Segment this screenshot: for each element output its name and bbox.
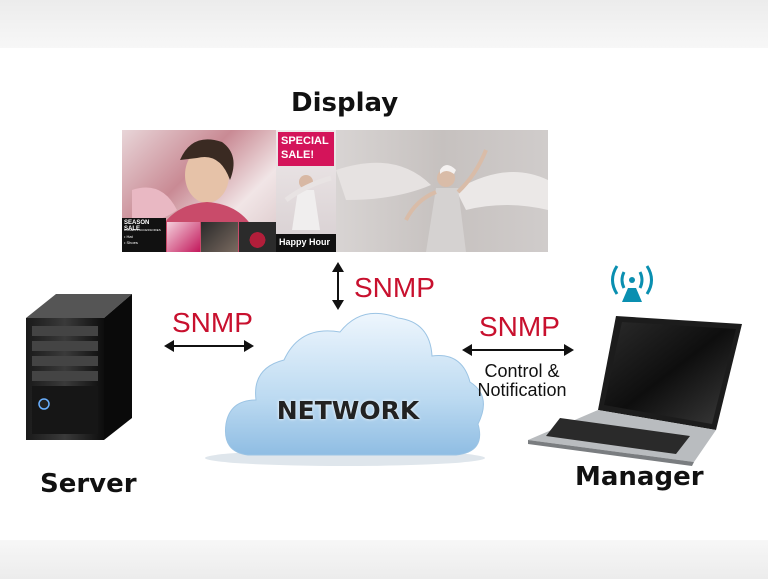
manager-note-line-1: Control & (484, 361, 560, 381)
fashion-panel-left: SEASON SALE WOMEN'S ACCESSORIES • Hat • … (122, 130, 276, 252)
season-sale-item-1: • Hat (124, 234, 133, 239)
happy-hour-bar: Happy Hour (276, 234, 336, 252)
double-arrow-icon (164, 262, 574, 356)
season-sale-subtitle: WOMEN'S ACCESSORIES (124, 228, 161, 232)
top-band (0, 0, 768, 48)
wifi-signal-icon (611, 265, 653, 302)
manager-label: Manager (575, 462, 704, 492)
server-tower-icon (26, 294, 132, 440)
manager-note-line-2: Notification (477, 380, 567, 400)
season-sale-item-2: • Shoes (124, 240, 138, 245)
cloud-icon (205, 312, 485, 466)
special-sale-line-2: SALE! (281, 149, 314, 161)
laptop-icon (528, 316, 742, 466)
happy-hour-text: Happy Hour (279, 237, 331, 247)
network-label: NETWORK (276, 396, 420, 425)
display-snmp-label: SNMP (354, 272, 435, 303)
special-sale-panel: SPECIAL SALE! Happy Hour (276, 130, 336, 252)
bottom-band (0, 540, 768, 579)
special-sale-line-1: SPECIAL (281, 135, 329, 147)
product-thumb-1 (167, 222, 200, 252)
server-snmp-label: SNMP (172, 307, 253, 338)
manager-snmp-label: SNMP (479, 311, 560, 342)
product-thumb-2 (201, 222, 238, 252)
special-sale-tag: SPECIAL SALE! (278, 132, 334, 166)
dancer-large-icon (336, 149, 548, 252)
server-label: Server (40, 469, 137, 499)
season-sale-box: SEASON SALE WOMEN'S ACCESSORIES • Hat • … (122, 218, 166, 252)
dancer-small-icon (284, 175, 332, 230)
season-sale-title: SEASON SALE (124, 220, 150, 232)
product-thumb-3 (239, 222, 276, 252)
display-label: Display (291, 88, 399, 118)
signage-display: SEASON SALE WOMEN'S ACCESSORIES • Hat • … (122, 130, 548, 252)
fashion-panel-right (336, 130, 548, 252)
